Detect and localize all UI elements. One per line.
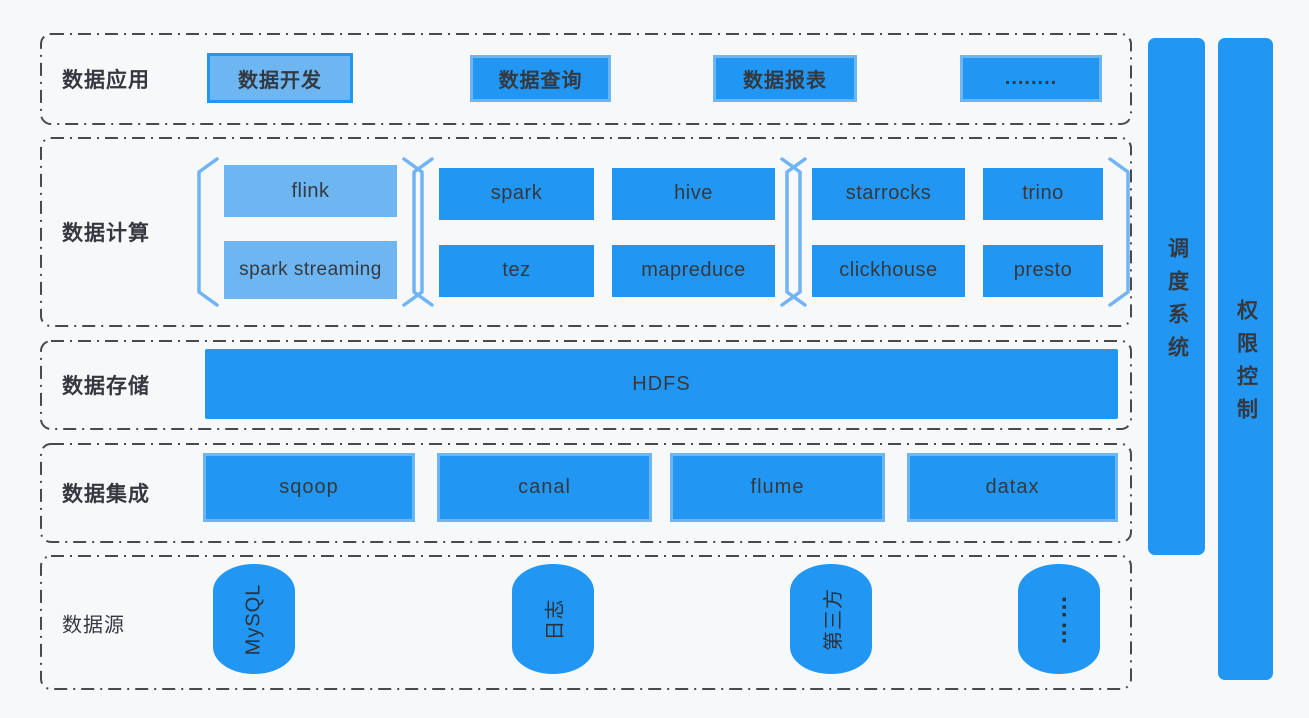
bar-hdfs: HDFS [205,349,1118,419]
sidebar-label: 权限控制 [1234,299,1258,431]
cylinder-third-party: 第三方 [790,564,872,674]
layer-label: 数据应用 [62,69,150,92]
box-app-more: ........ [960,55,1102,102]
box-starrocks: starrocks [812,167,965,220]
cylinder-label: MySQL [242,583,265,655]
box-tez: tez [439,244,594,297]
compute-group-batch: spark hive tez mapreduce [411,156,803,308]
box-hive: hive [612,167,775,220]
group-boxes: starrocks trino clickhouse presto [812,167,1103,297]
bracket-right-icon [402,157,424,307]
bracket-right-icon [780,157,802,307]
box-clickhouse: clickhouse [812,244,965,297]
layer-label: 数据集成 [62,483,150,506]
layer-data-integration: 数据集成 sqoop canal flume datax [40,443,1132,543]
bracket-left-icon [412,157,434,307]
bracket-right-icon [1108,157,1130,307]
cylinder-logs: 日志 [512,564,594,674]
box-mapreduce: mapreduce [612,244,775,297]
cylinder-mysql: MySQL [213,564,295,674]
box-datax: datax [907,453,1118,522]
layer-label: 数据计算 [62,222,150,245]
layer-data-compute: 数据计算 flink spark streaming spark hive te… [40,137,1132,327]
box-data-dev: 数据开发 [207,53,353,103]
box-flink: flink [224,165,397,217]
group-boxes: spark hive tez mapreduce [439,167,775,297]
dash-border [40,443,1132,543]
compute-group-streaming: flink spark streaming [196,156,425,308]
bracket-left-icon [197,157,219,307]
cylinder-label: 第三方 [822,587,845,651]
dash-border [40,33,1132,125]
box-presto: presto [983,244,1103,297]
layer-data-source: 数据源 MySQL 日志 第三方 …… [40,555,1132,690]
box-sqoop: sqoop [203,453,415,522]
layer-data-application: 数据应用 数据开发 数据查询 数据报表 ........ [40,33,1132,125]
group-boxes: flink spark streaming [224,165,397,299]
sidebar-permission-control: 权限控制 [1218,38,1273,680]
sidebar-scheduling-system: 调度系统 [1148,38,1205,555]
layer-data-storage: 数据存储 HDFS [40,340,1132,430]
layer-label: 数据存储 [62,375,150,398]
dash-border [40,555,1132,690]
bracket-left-icon [785,157,807,307]
box-spark: spark [439,167,594,220]
dash-border [40,340,1132,430]
box-flume: flume [670,453,885,522]
dash-border [40,137,1132,327]
compute-group-olap: starrocks trino clickhouse presto [784,156,1131,308]
box-trino: trino [983,167,1103,220]
box-data-report: 数据报表 [713,55,857,102]
box-spark-streaming: spark streaming [224,241,397,299]
box-canal: canal [437,453,652,522]
layer-label: 数据源 [62,614,125,636]
sidebar-label: 调度系统 [1165,236,1189,369]
cylinder-label: …… [1045,593,1072,645]
box-data-query: 数据查询 [470,55,611,102]
cylinder-more: …… [1018,564,1100,674]
cylinder-label: 日志 [544,598,567,640]
